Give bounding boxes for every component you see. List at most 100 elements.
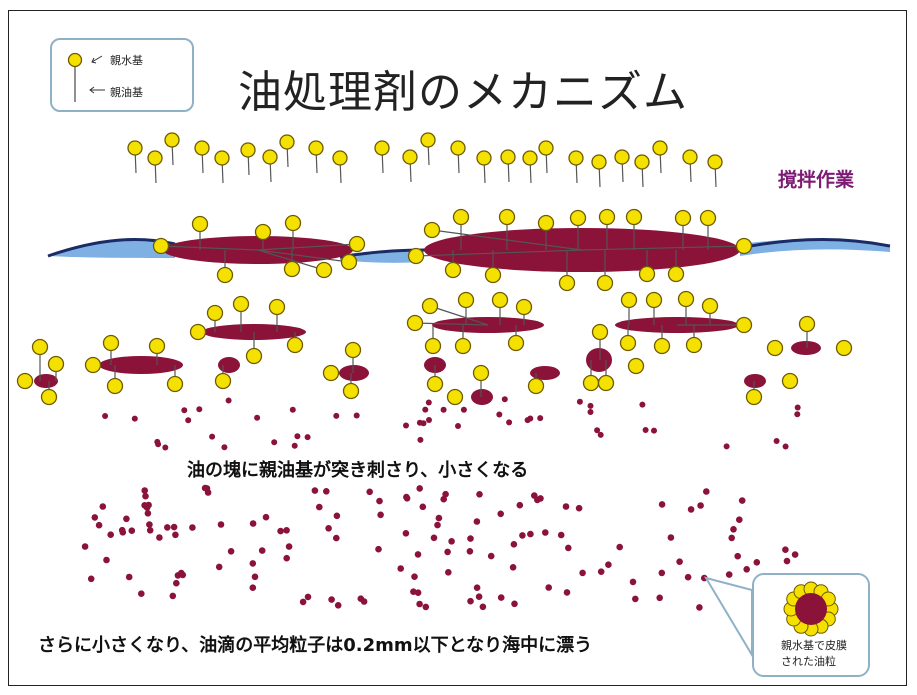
oil-particle	[294, 433, 301, 440]
hydrophilic-head	[191, 215, 209, 233]
oil-particle	[516, 501, 524, 509]
oil-particle	[605, 561, 612, 568]
oil-particle	[146, 521, 153, 528]
oil-particle	[377, 511, 384, 519]
stage1-caption: 油の塊に親油基が突き刺さり、小さくなる	[187, 460, 529, 481]
hydrophilic-head	[484, 266, 502, 284]
hydrophilic-head	[315, 261, 333, 279]
oil-particle	[444, 548, 451, 556]
hydrophilic-head	[189, 323, 207, 341]
oil-particle	[125, 573, 133, 581]
hydrophilic-head	[16, 372, 34, 390]
oil-particle	[417, 436, 424, 443]
oil-particle	[473, 518, 481, 525]
oil-particle	[141, 502, 148, 509]
hydrophilic-head	[166, 375, 184, 393]
oil-particle	[102, 413, 109, 419]
hydrophilic-head	[194, 140, 210, 156]
oil-particle	[251, 573, 259, 581]
oil-particle	[410, 588, 417, 595]
hydrophilic-head	[421, 297, 439, 315]
oil-particle	[426, 417, 432, 423]
oil-particle	[181, 407, 188, 414]
oil-particle	[304, 593, 312, 601]
oil-particle	[325, 525, 332, 532]
hydrophilic-head	[286, 336, 304, 354]
oil-particle	[587, 409, 594, 415]
hydrophilic-head	[268, 298, 286, 316]
hydrophilic-head	[454, 337, 472, 355]
oil-particle	[416, 600, 423, 608]
lipophilic-tail	[414, 322, 489, 326]
oil-particle	[403, 495, 411, 502]
coated-oil-core	[795, 593, 827, 625]
oil-particle	[730, 526, 737, 533]
oil-particle	[333, 534, 340, 542]
oil-particle	[128, 527, 136, 534]
oil-particle	[422, 603, 430, 611]
hydrophilic-head	[344, 341, 362, 359]
oil-particle	[753, 559, 761, 566]
oil-particle	[687, 506, 695, 513]
oil-particle	[217, 521, 225, 528]
oil-particle	[537, 415, 544, 422]
hydrophilic-head	[653, 337, 671, 355]
hydrophilic-head	[457, 291, 475, 309]
hydrophilic-head	[342, 382, 360, 400]
hydrophilic-head	[452, 208, 470, 226]
oil-particle	[328, 596, 335, 603]
hydrophilic-head	[406, 314, 424, 332]
oil-particle	[565, 544, 572, 552]
hydrophilic-head	[426, 375, 444, 393]
oil-particle	[579, 569, 586, 577]
oil-particle	[162, 444, 169, 451]
oil-particle	[743, 566, 750, 573]
oil-particle	[403, 422, 409, 429]
hydrophilic-head	[627, 357, 645, 375]
oil-particle	[225, 397, 232, 404]
oil-particle	[509, 564, 517, 571]
hydrophilic-head	[340, 253, 358, 271]
oil-particle	[203, 485, 211, 492]
hydrophilic-head	[348, 235, 366, 253]
oil-particle	[416, 485, 424, 492]
oil-particle	[138, 590, 145, 597]
oil-particle	[316, 503, 323, 511]
oil-particle	[467, 597, 474, 605]
oil-particle	[185, 417, 192, 424]
oil-particle	[473, 584, 481, 591]
hydrophilic-head	[569, 209, 587, 227]
oil-particle	[467, 535, 474, 542]
legend-box: 親水基 親油基	[50, 38, 194, 112]
oil-particle	[658, 501, 666, 508]
oil-drop	[791, 341, 821, 355]
oil-particle	[419, 503, 427, 511]
oil-particle	[576, 398, 583, 405]
oil-particle	[289, 406, 296, 413]
oil-particle	[434, 521, 441, 529]
oil-particle	[146, 527, 154, 534]
oil-particle	[524, 417, 531, 424]
oil-particle	[725, 571, 733, 578]
oil-particle	[221, 444, 228, 451]
hydrophilic-head	[374, 140, 390, 156]
oil-particle	[736, 516, 743, 523]
oil-particle	[697, 502, 704, 509]
hydrophilic-head	[598, 208, 616, 226]
oil-particle	[375, 545, 382, 553]
oil-particle	[496, 411, 503, 418]
hydrophilic-head	[568, 150, 584, 166]
lipophilic-tail	[257, 249, 350, 263]
hydrophilic-head	[407, 247, 425, 265]
callout-line2: された油粒	[781, 655, 836, 668]
hydrophilic-head	[498, 208, 516, 226]
hydrophilic-head	[638, 265, 656, 283]
oil-particle	[285, 543, 293, 550]
hydrophilic-head	[527, 377, 545, 395]
page-title: 油処理剤のメカニズム	[238, 67, 688, 118]
free-surfactant-row	[127, 132, 723, 188]
oil-particle	[445, 569, 452, 576]
oil-particle	[311, 487, 319, 494]
oil-particle	[258, 547, 266, 554]
oil-particle	[118, 526, 126, 534]
